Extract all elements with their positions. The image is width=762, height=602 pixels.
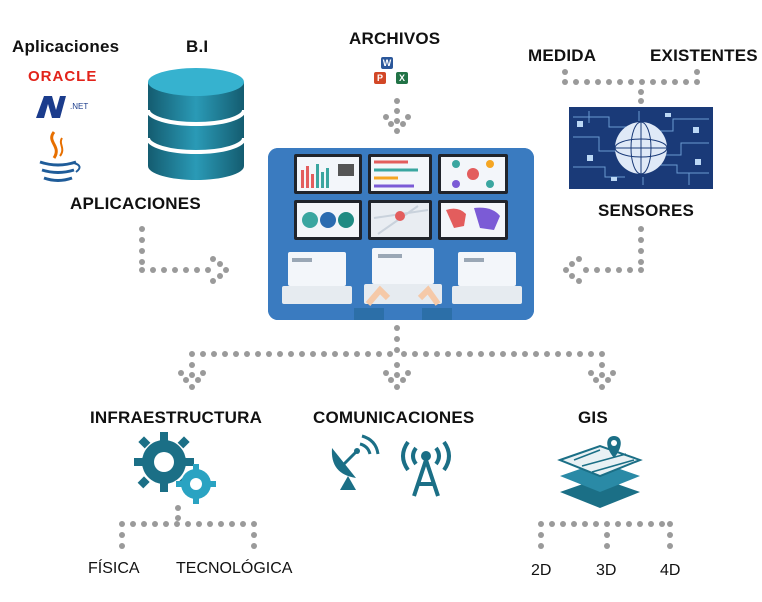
sensores-label: SENSORES <box>598 201 695 220</box>
archivos-title: ARCHIVOS <box>349 29 441 48</box>
excel-icon: X <box>396 72 408 84</box>
powerpoint-icon: P <box>374 72 386 84</box>
dashboard-illustration <box>268 148 534 320</box>
aplicaciones-label: APLICACIONES <box>70 194 201 213</box>
oracle-logo: ORACLE <box>28 68 98 85</box>
gears-icon <box>134 432 216 504</box>
sensor-circuit-image <box>569 107 713 189</box>
bi-title: B.I <box>186 37 209 56</box>
dashboard-panel <box>268 148 534 320</box>
gis-layers-icon <box>557 436 643 508</box>
aplicaciones-title: Aplicaciones <box>12 37 120 56</box>
gis-title: GIS <box>578 408 608 427</box>
satellite-dish-icon <box>331 434 380 490</box>
java-icon <box>39 131 81 182</box>
medida-label: MEDIDA <box>528 46 597 65</box>
dotnet-text: .NET <box>70 102 89 111</box>
infraestructura-title: INFRAESTRUCTURA <box>90 408 263 427</box>
gis-3d-label: 3D <box>596 562 617 579</box>
database-icon <box>146 68 246 180</box>
gis-2d-label: 2D <box>531 562 552 579</box>
existentes-label: EXISTENTES <box>650 46 758 65</box>
gis-4d-label: 4D <box>660 562 681 579</box>
tecnologica-label: TECNOLÓGICA <box>176 560 293 577</box>
antenna-tower-icon <box>401 440 451 497</box>
comunicaciones-title: COMUNICACIONES <box>313 408 475 427</box>
dotnet-logo <box>36 96 66 118</box>
fisica-label: FÍSICA <box>88 560 140 577</box>
word-icon: W <box>381 57 393 69</box>
